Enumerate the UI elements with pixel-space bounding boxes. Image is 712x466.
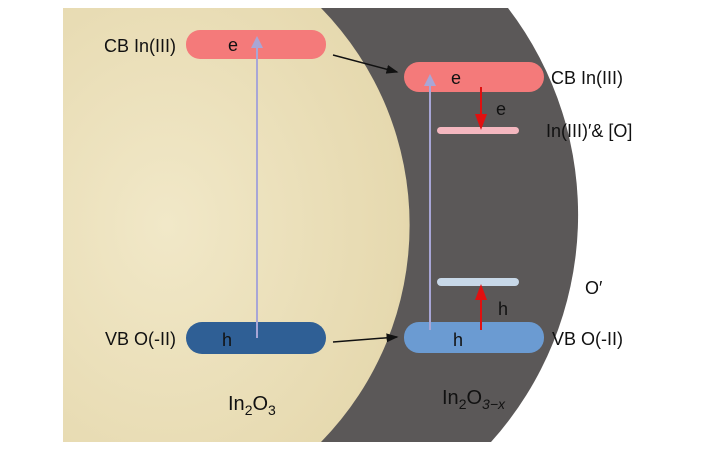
in-defect-label: In(III)′& [O] <box>546 121 632 141</box>
right-electron: e <box>451 68 461 88</box>
right-material-mid: O <box>466 387 482 409</box>
left-vb-label: VB O(-II) <box>105 329 176 349</box>
right-material-sub1: 2 <box>459 396 467 412</box>
right-cb-band <box>404 62 544 92</box>
right-material-base: In <box>442 387 459 409</box>
in-defect-level <box>437 127 519 134</box>
right-vb-label: VB O(-II) <box>552 329 623 349</box>
right-vb-band <box>404 322 544 353</box>
right-material-sub2: 3−x <box>482 396 506 412</box>
hole-transfer-arrow <box>332 333 399 343</box>
left-material-sub1: 2 <box>245 402 253 418</box>
left-material-base: In <box>228 393 245 415</box>
left-material-mid: O <box>252 393 268 415</box>
electron-transfer-arrow <box>332 54 399 74</box>
right-hole: h <box>453 330 463 350</box>
trap-electron: e <box>496 99 506 119</box>
o-defect-label: O′ <box>585 278 603 298</box>
in2o3-particle <box>63 8 410 442</box>
left-material-sub2: 3 <box>268 402 276 418</box>
left-hole: h <box>222 330 232 350</box>
left-material-label: In2O3 <box>228 393 276 418</box>
left-cb-label: CB In(III) <box>104 36 176 56</box>
right-material-label: In2O3−x <box>442 387 506 412</box>
left-electron: e <box>228 35 238 55</box>
o-defect-level <box>437 278 519 286</box>
right-cb-label: CB In(III) <box>551 68 623 88</box>
trap-hole: h <box>498 299 508 319</box>
